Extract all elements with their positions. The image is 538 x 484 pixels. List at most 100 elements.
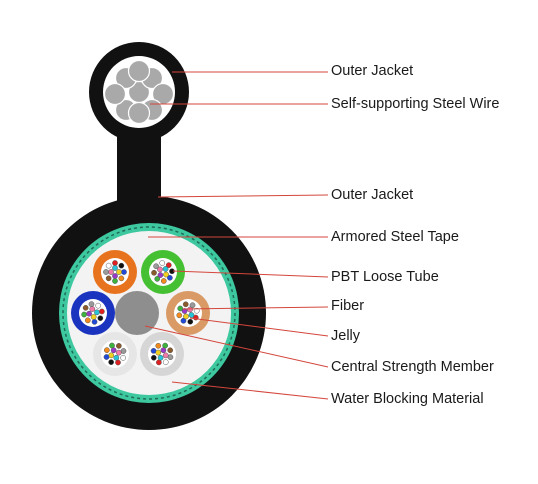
optical-fiber xyxy=(180,317,187,324)
main-cable-section xyxy=(32,196,266,430)
optical-fiber xyxy=(150,347,157,354)
optical-fiber xyxy=(116,269,122,275)
optical-fiber xyxy=(90,314,97,320)
optical-fiber xyxy=(112,273,118,279)
leader-lines xyxy=(144,71,329,400)
optical-fiber xyxy=(157,266,163,273)
leader-line xyxy=(144,325,329,368)
optical-fiber xyxy=(103,269,109,275)
optical-fiber xyxy=(112,260,118,266)
optical-fiber xyxy=(115,349,122,356)
label-self-supporting-steel-wire: Self-supporting Steel Wire xyxy=(331,96,500,112)
optical-fiber xyxy=(110,347,117,354)
optical-fiber xyxy=(160,347,167,354)
optical-fiber xyxy=(188,312,195,318)
optical-fiber xyxy=(121,269,127,275)
optical-fiber xyxy=(157,272,164,278)
optical-fiber xyxy=(109,342,115,349)
optical-fiber xyxy=(81,311,87,318)
optical-fiber xyxy=(176,312,183,319)
optical-fiber xyxy=(118,275,125,282)
label-jelly: Jelly xyxy=(331,328,361,344)
label-outer-jacket-top: Outer Jacket xyxy=(331,63,414,79)
optical-fiber xyxy=(154,276,161,282)
leader-line xyxy=(189,317,329,337)
optical-fiber xyxy=(157,354,164,361)
optical-fiber xyxy=(163,271,169,278)
optical-fiber xyxy=(113,354,120,361)
central-strength-member xyxy=(115,291,159,335)
optical-fiber xyxy=(193,307,200,314)
leader-line xyxy=(182,306,329,310)
optical-fiber xyxy=(112,278,118,284)
pbt-loose-tube xyxy=(166,291,210,335)
optical-fiber xyxy=(167,274,173,281)
optical-fiber xyxy=(155,359,162,366)
optical-fiber xyxy=(105,262,112,269)
optical-fiber xyxy=(103,354,110,360)
optical-fiber xyxy=(155,342,162,349)
pbt-loose-tube xyxy=(93,332,137,376)
optical-fiber xyxy=(82,304,89,311)
optical-fiber xyxy=(153,263,159,270)
optical-fiber xyxy=(160,278,167,284)
optical-fiber xyxy=(159,260,166,266)
loose-tube-jelly xyxy=(148,340,176,368)
optical-fiber xyxy=(187,318,194,325)
optical-fiber xyxy=(94,309,100,316)
label-pbt-loose-tube: PBT Loose Tube xyxy=(331,269,439,285)
optical-fiber xyxy=(150,354,157,361)
optical-fiber xyxy=(115,359,121,366)
optical-fiber xyxy=(189,302,196,309)
label-water-blocking-material: Water Blocking Material xyxy=(331,391,484,407)
pbt-loose-tube xyxy=(140,332,184,376)
optical-fiber xyxy=(162,352,169,359)
optical-fiber xyxy=(91,319,98,325)
messenger-wire-section xyxy=(89,42,189,142)
optical-fiber xyxy=(177,305,184,312)
loose-tube-jelly xyxy=(101,340,129,368)
label-fiber: Fiber xyxy=(331,298,365,314)
label-armored-steel-tape: Armored Steel Tape xyxy=(331,229,459,245)
optical-fiber xyxy=(112,265,118,271)
loose-tubes xyxy=(71,250,210,376)
leader-line xyxy=(172,270,329,278)
optical-fiber xyxy=(116,343,122,349)
optical-fiber xyxy=(84,317,91,324)
optical-fiber xyxy=(120,348,127,354)
optical-fiber xyxy=(162,266,169,272)
pbt-loose-tube xyxy=(141,250,185,294)
optical-fiber xyxy=(118,262,125,269)
optical-fiber xyxy=(162,359,169,366)
optical-fiber xyxy=(108,359,114,365)
optical-fiber xyxy=(120,355,126,361)
armor-corrugation xyxy=(62,226,236,400)
optical-fiber xyxy=(162,342,169,349)
optical-fiber xyxy=(86,310,92,317)
optical-fiber xyxy=(187,306,193,313)
steel-wire-strand xyxy=(103,82,127,106)
optical-fiber xyxy=(183,313,189,320)
optical-fiber xyxy=(105,275,112,282)
optical-fiber xyxy=(182,301,189,308)
optical-fiber xyxy=(99,308,105,315)
leader-line xyxy=(171,381,329,400)
label-outer-jacket-main: Outer Jacket xyxy=(331,187,414,203)
optical-fiber xyxy=(181,308,188,314)
optical-fiber xyxy=(167,354,174,361)
pbt-loose-tube xyxy=(93,250,137,294)
optical-fiber xyxy=(88,301,95,307)
leader-line xyxy=(157,194,329,198)
optical-fiber xyxy=(97,315,104,322)
optical-fiber xyxy=(89,306,96,312)
steel-wire-strand xyxy=(127,59,151,83)
optical-fiber xyxy=(95,302,102,309)
optical-fiber xyxy=(155,349,162,356)
optical-fiber xyxy=(167,347,174,354)
optical-fiber xyxy=(104,347,110,353)
label-central-strength-member: Central Strength Member xyxy=(331,359,494,375)
optical-fiber xyxy=(165,262,172,268)
pbt-loose-tube xyxy=(71,291,115,335)
optical-fiber xyxy=(108,269,114,275)
